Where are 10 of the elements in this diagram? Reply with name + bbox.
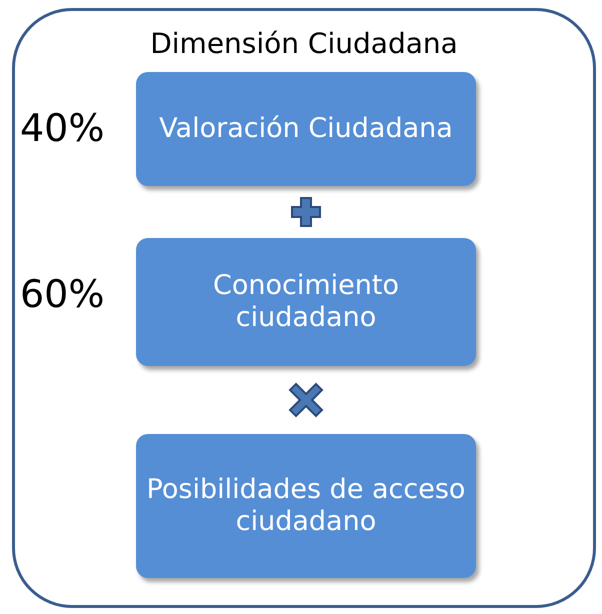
- process-box: [136, 238, 476, 366]
- box-label: Conocimiento ciudadano: [212, 270, 400, 334]
- process-box: [136, 72, 476, 186]
- percentage-label: 60%: [20, 272, 104, 316]
- percentage-label: 40%: [20, 106, 104, 150]
- box-label: Posibilidades de acceso ciudadano: [146, 474, 466, 538]
- panel-title: Dimensión Ciudadana: [149, 27, 459, 60]
- process-box: [136, 434, 476, 578]
- group-panel: [12, 8, 596, 608]
- box-label: Valoración Ciudadana: [158, 112, 454, 146]
